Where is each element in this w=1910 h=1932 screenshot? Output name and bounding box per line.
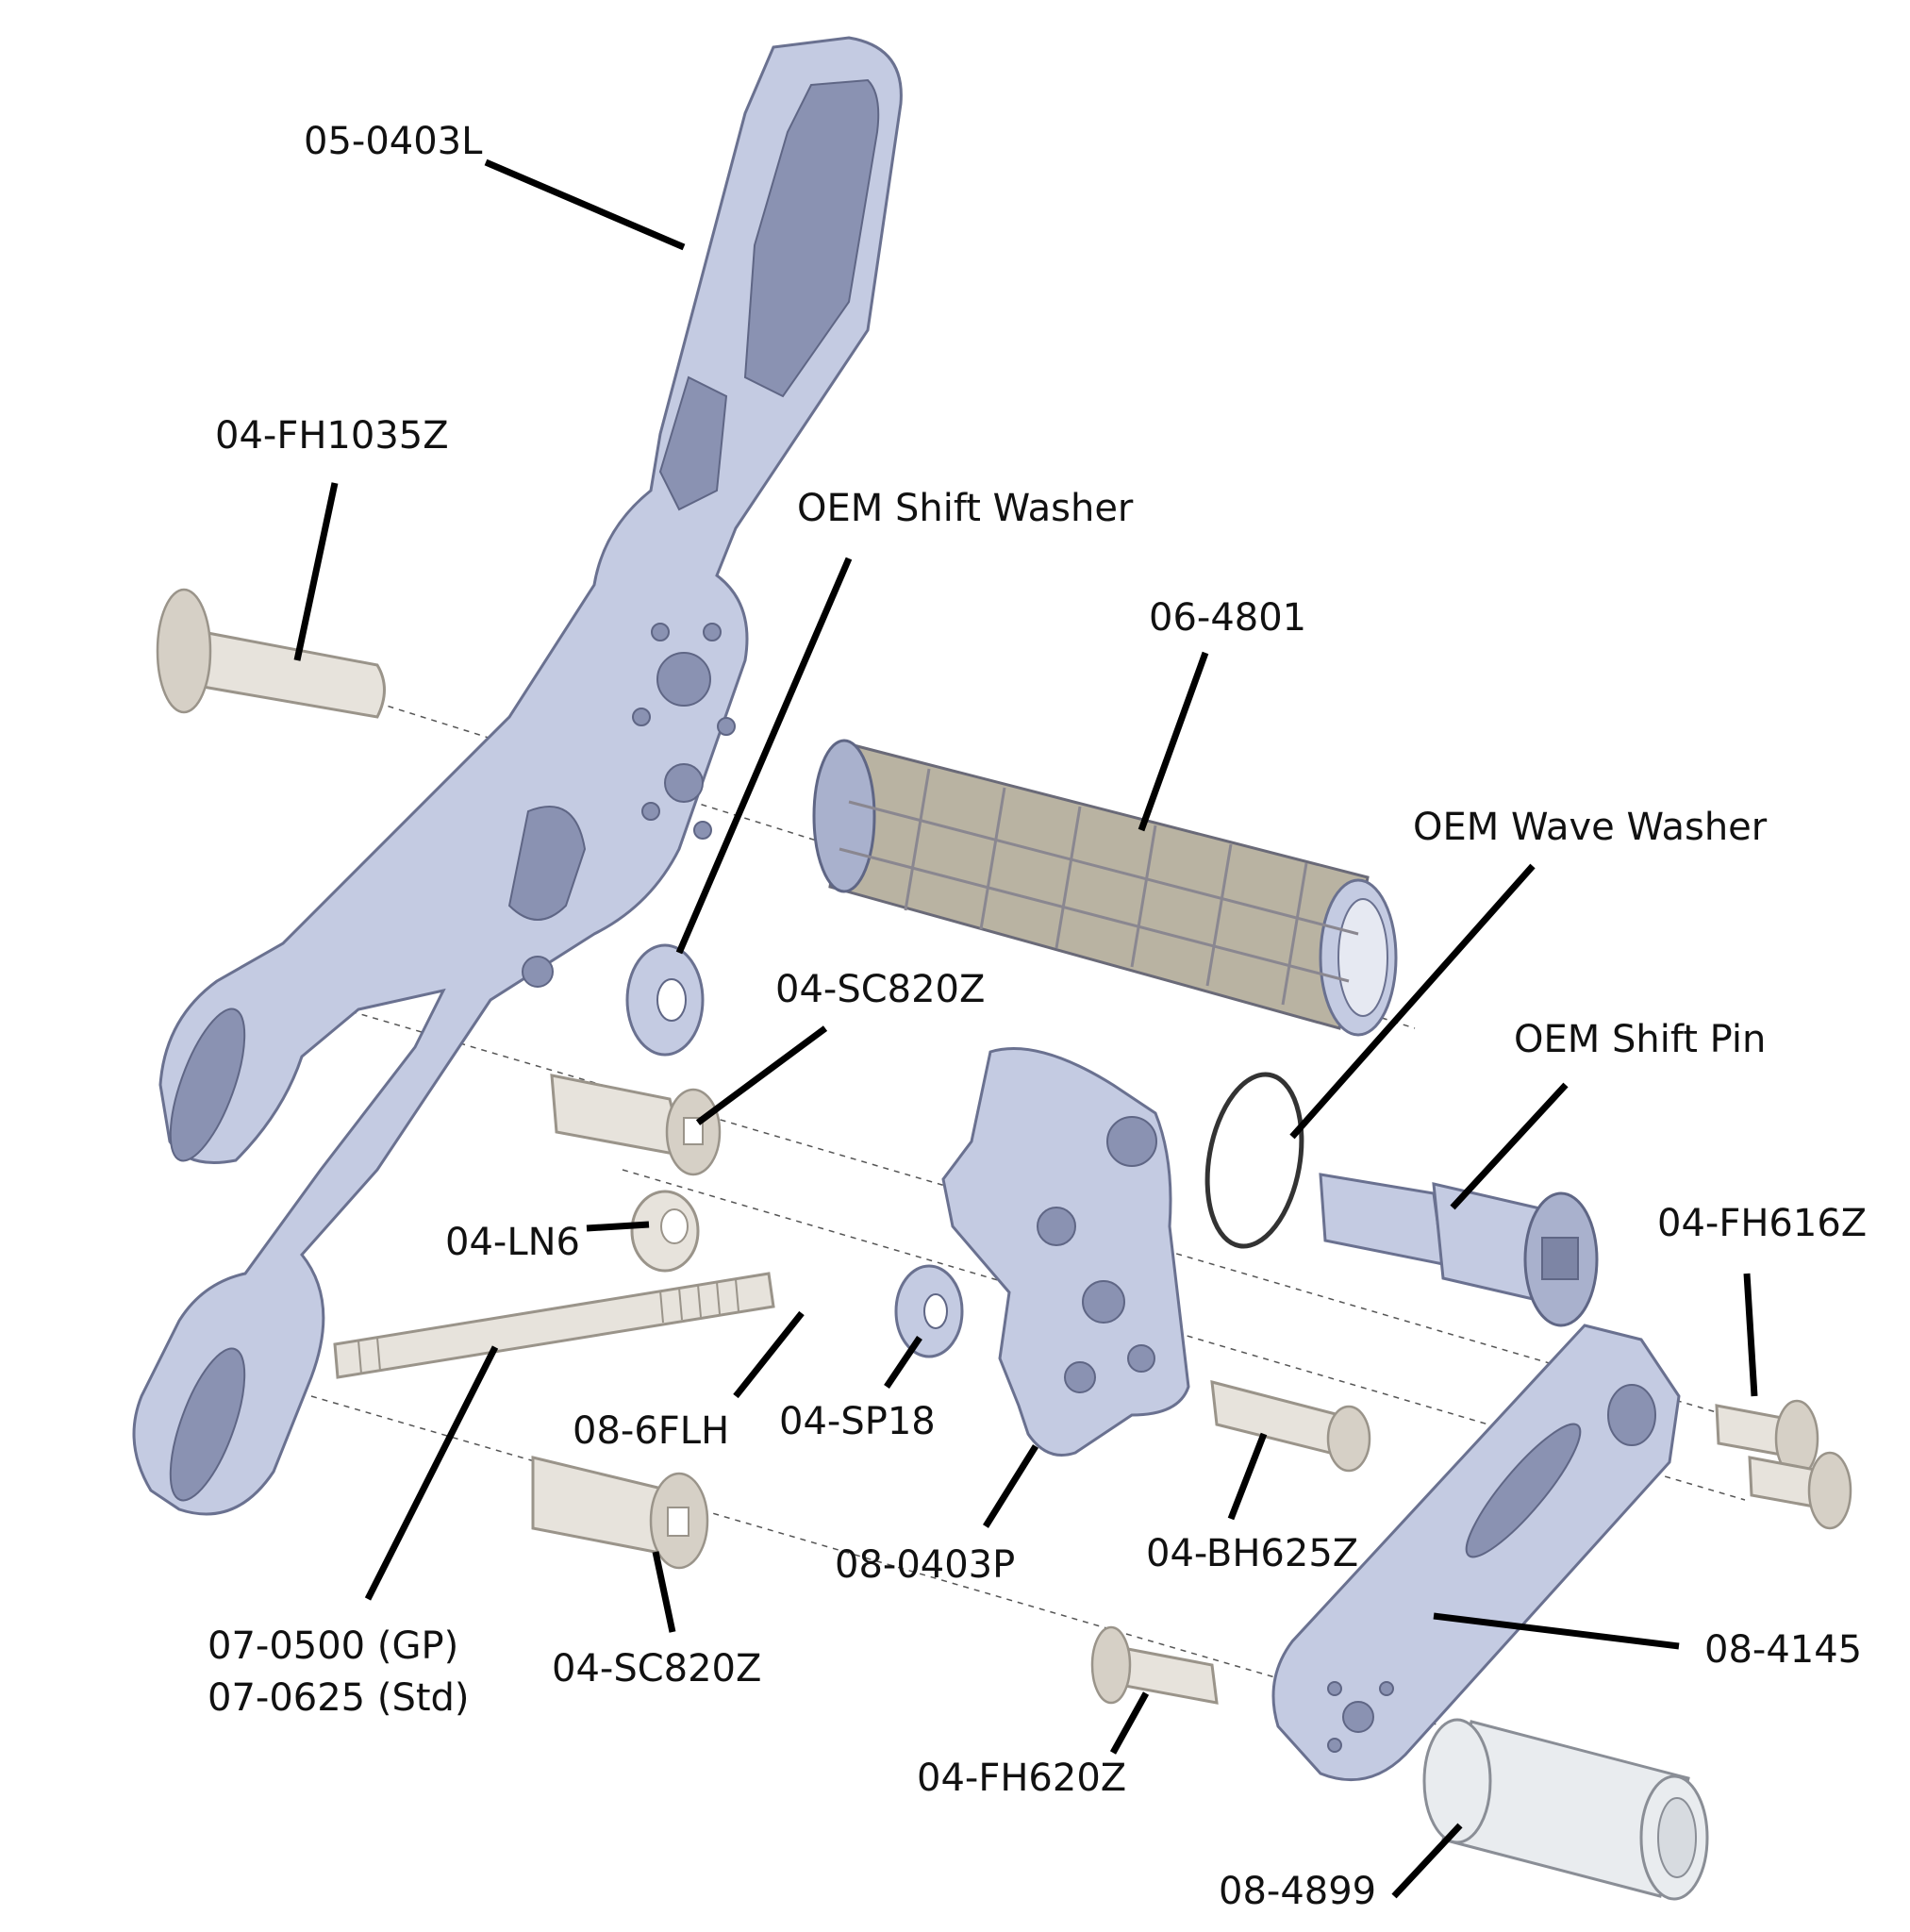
rearset-plate-05-0403L <box>132 36 903 1516</box>
label-08-6FLH: 08-6FLH <box>573 1409 729 1453</box>
bolt-04-FH620Z <box>1090 1625 1219 1705</box>
oem-wave-washer <box>1204 1072 1304 1249</box>
linkage-arm-08-4145 <box>1271 1324 1681 1782</box>
label-04-FH620Z: 04-FH620Z <box>917 1757 1126 1800</box>
label-06-4801: 06-4801 <box>1149 596 1306 640</box>
label-04-SC820Z-top: 04-SC820Z <box>775 968 985 1011</box>
pivot-block-08-0403P <box>941 1047 1190 1457</box>
nut-04-LN6 <box>630 1190 700 1273</box>
label-04-LN6: 04-LN6 <box>445 1221 580 1264</box>
bolt-04-SC820Z-bottom <box>531 1456 709 1570</box>
part-labels: 05-0403L 04-FH1035Z OEM Shift Washer 06-… <box>208 120 1867 1913</box>
label-08-4899: 08-4899 <box>1219 1870 1376 1913</box>
label-oem-shift-pin: OEM Shift Pin <box>1514 1018 1766 1061</box>
label-04-SC820Z-bottom: 04-SC820Z <box>552 1647 761 1690</box>
bolt-04-SC820Z-top <box>550 1074 722 1176</box>
label-08-4145: 08-4145 <box>1704 1628 1862 1672</box>
label-07-0625-std: 07-0625 (Std) <box>208 1676 470 1720</box>
label-04-FH616Z: 04-FH616Z <box>1657 1202 1867 1245</box>
sleeve-08-4899 <box>1422 1718 1709 1901</box>
label-oem-shift-washer: OEM Shift Washer <box>797 487 1134 530</box>
threaded-rod-07-0500 <box>333 1272 775 1379</box>
bolt-04-BH625Z <box>1210 1380 1371 1473</box>
footpeg-06-4801 <box>812 739 1398 1037</box>
label-04-FH1035Z: 04-FH1035Z <box>215 414 449 458</box>
label-04-SP18: 04-SP18 <box>779 1400 936 1443</box>
label-05-0403L: 05-0403L <box>304 120 483 163</box>
bolt-04-FH1035Z <box>156 588 386 719</box>
label-07-0500-gp: 07-0500 (GP) <box>208 1624 458 1668</box>
bolts-04-FH616Z <box>1715 1399 1852 1530</box>
oem-shift-pin <box>1319 1173 1599 1327</box>
label-08-0403P: 08-0403P <box>835 1543 1015 1587</box>
spacer-04-SP18 <box>894 1264 964 1358</box>
oem-shift-washer <box>625 943 705 1057</box>
leader-lines <box>293 158 1758 1899</box>
label-04-BH625Z: 04-BH625Z <box>1146 1532 1358 1575</box>
label-oem-wave-washer: OEM Wave Washer <box>1413 806 1768 849</box>
